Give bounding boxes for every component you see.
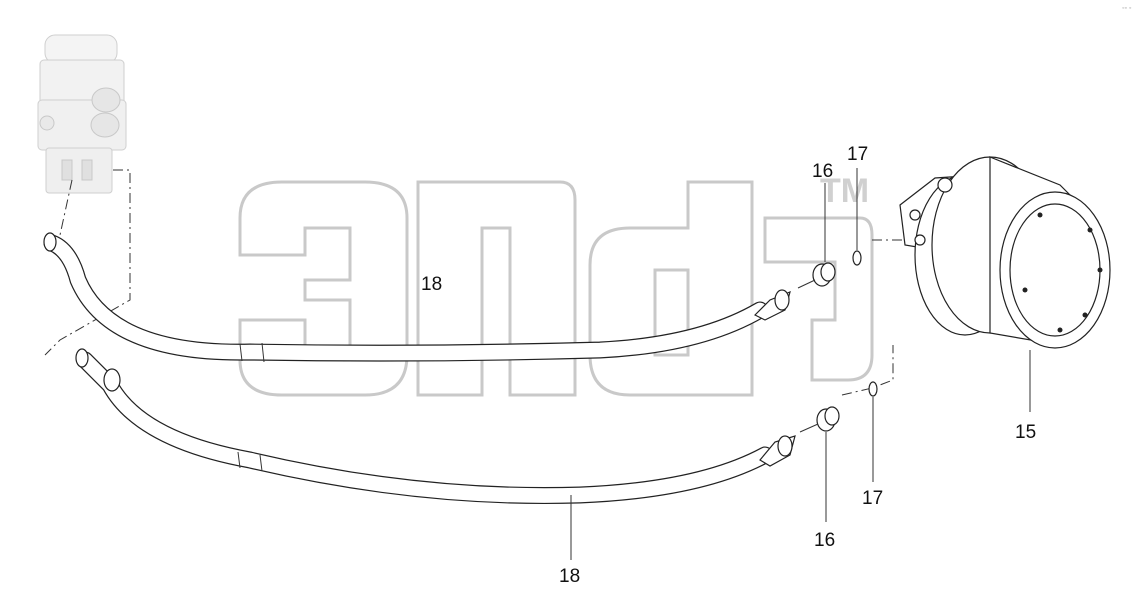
adapter-fitting-lower — [799, 406, 840, 433]
o-ring-upper — [852, 250, 862, 266]
callout-16-bottom: 16 — [814, 530, 835, 551]
callout-17-bottom: 17 — [862, 488, 883, 509]
adapter-fitting-upper — [797, 262, 836, 289]
leader-lines — [570, 168, 874, 560]
hose-upper — [43, 232, 791, 363]
callout-18-bottom: 18 — [559, 566, 580, 587]
hose-lower — [75, 348, 796, 505]
callout-15: 15 — [1015, 422, 1036, 443]
watermark-logo: TM — [238, 172, 874, 397]
callout-18-top: 18 — [421, 274, 442, 295]
watermark-tm: TM — [820, 172, 869, 210]
callout-16-top: 16 — [812, 161, 833, 182]
corner-mark: ◦◦ ◦ — [1122, 5, 1131, 12]
o-ring-lower — [868, 381, 878, 397]
center-lines — [44, 169, 912, 396]
travel-motor — [899, 156, 1111, 412]
steering-valve — [37, 34, 127, 194]
callout-17-top: 17 — [847, 144, 868, 165]
